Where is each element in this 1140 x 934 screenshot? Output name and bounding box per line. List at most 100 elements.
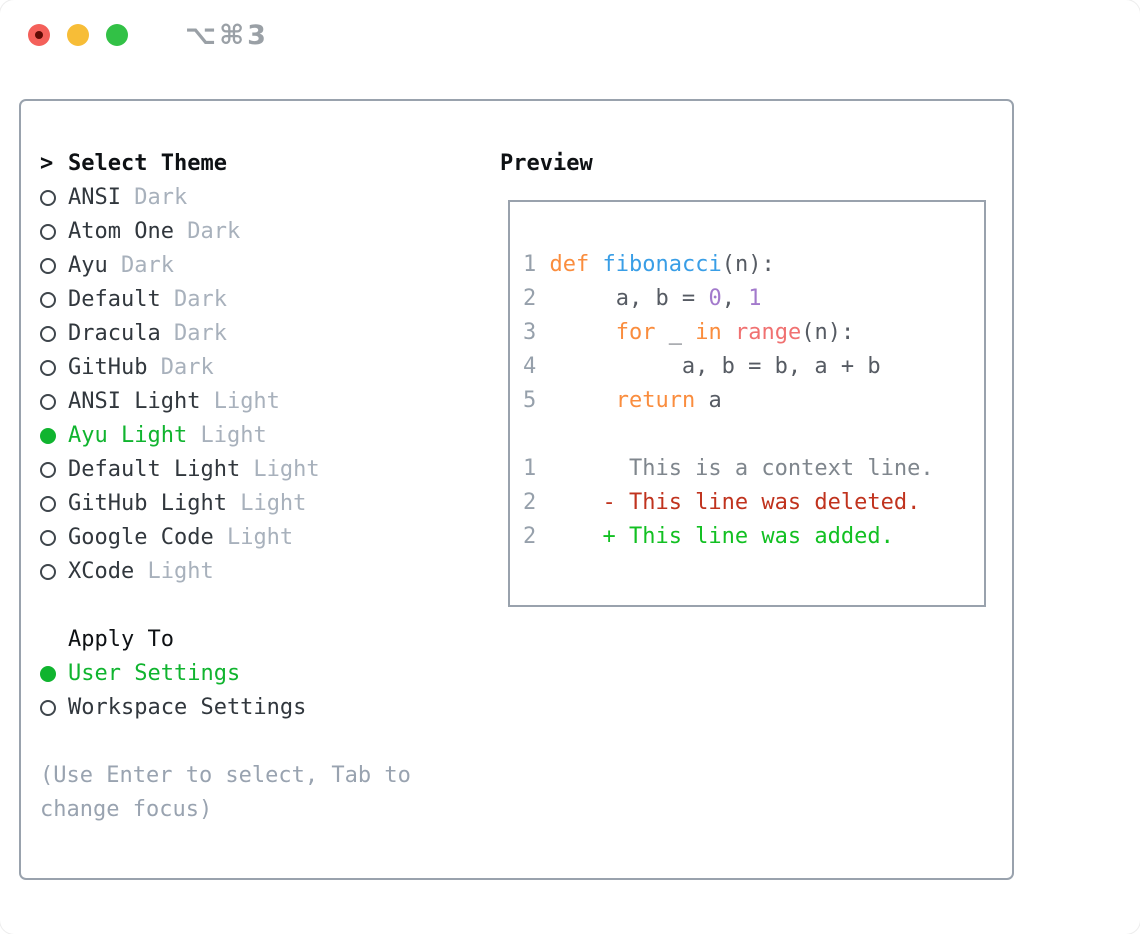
- line-number: 2: [523, 524, 537, 549]
- code-line: 4 a, b = b, a + b: [523, 350, 984, 384]
- theme-option-atom-one[interactable]: Atom One Dark: [40, 215, 411, 249]
- theme-option-ansi[interactable]: ANSI Dark: [40, 181, 411, 215]
- token-plain: ,: [721, 286, 749, 311]
- radio-icon: [40, 292, 68, 308]
- hint-line: (Use Enter to select, Tab to: [40, 763, 411, 788]
- code-text: return a: [549, 388, 722, 413]
- code-line: 1 This is a context line.: [523, 452, 984, 486]
- code-text: a, b = b, a + b: [549, 354, 881, 379]
- line-number: 2: [523, 286, 537, 311]
- theme-option-default-light[interactable]: Default Light Light: [40, 453, 411, 487]
- close-button[interactable]: [28, 24, 50, 46]
- token-plain: a: [695, 388, 722, 413]
- option-label: ANSI: [68, 185, 121, 210]
- code-line: [523, 418, 984, 452]
- radio-icon: [40, 360, 68, 376]
- theme-option-dracula[interactable]: Dracula Dark: [40, 317, 411, 351]
- radio-dot: [40, 428, 56, 444]
- radio-dot: [40, 666, 56, 682]
- spacer: [40, 725, 411, 759]
- apply-to-header-row: Apply To: [40, 623, 411, 657]
- hint-line: change focus): [40, 797, 213, 822]
- radio-dot: [40, 326, 56, 342]
- token-number: 0: [708, 286, 722, 311]
- line-number: 2: [523, 490, 537, 515]
- token-plain: _: [655, 320, 696, 345]
- line-number: 3: [523, 320, 537, 345]
- token-deleted: - This line was deleted.: [549, 490, 921, 515]
- code-text: This is a context line.: [549, 456, 934, 481]
- theme-option-google-code[interactable]: Google Code Light: [40, 521, 411, 555]
- token-plain: a, b = b, a + b: [549, 354, 881, 379]
- token-plain: [549, 388, 615, 413]
- minimize-button[interactable]: [67, 24, 89, 46]
- zoom-button[interactable]: [106, 24, 128, 46]
- option-label: Google Code: [68, 525, 214, 550]
- theme-option-github[interactable]: GitHub Dark: [40, 351, 411, 385]
- theme-option-ansi-light[interactable]: ANSI Light Light: [40, 385, 411, 419]
- radio-dot: [40, 258, 56, 274]
- theme-option-xcode[interactable]: XCode Light: [40, 555, 411, 589]
- token-entity: fibonacci: [602, 252, 722, 277]
- line-number: 5: [523, 388, 537, 413]
- radio-icon: [40, 530, 68, 546]
- option-label: Default Light: [68, 457, 241, 482]
- radio-dot: [40, 394, 56, 410]
- theme-option-default[interactable]: Default Dark: [40, 283, 411, 317]
- option-label: ANSI Light: [68, 389, 201, 414]
- option-variant-label: Dark: [173, 219, 241, 244]
- theme-option-ayu-light[interactable]: Ayu Light Light: [40, 419, 411, 453]
- option-variant-label: Light: [226, 491, 307, 516]
- code-text: a, b = 0, 1: [549, 286, 762, 311]
- token-plain: a, b =: [549, 286, 709, 311]
- theme-option-ayu[interactable]: Ayu Dark: [40, 249, 411, 283]
- radio-icon: [40, 224, 68, 240]
- token-keyword: def: [549, 252, 590, 277]
- option-variant-label: Dark: [120, 185, 188, 210]
- code-text: - This line was deleted.: [549, 490, 920, 515]
- code-line: 3 for _ in range(n):: [523, 316, 984, 350]
- radio-dot: [40, 190, 56, 206]
- option-label: Ayu: [68, 253, 108, 278]
- apply-option-user-settings[interactable]: User Settings: [40, 657, 411, 691]
- radio-icon: [40, 462, 68, 478]
- line-number: 4: [523, 354, 537, 379]
- select-theme-header-row: > Select Theme: [40, 147, 411, 181]
- option-variant-label: Light: [200, 389, 280, 414]
- theme-option-github-light[interactable]: GitHub Light Light: [40, 487, 411, 521]
- radio-icon: [40, 564, 68, 580]
- option-label: Default: [68, 287, 161, 312]
- token-plain: [549, 320, 615, 345]
- option-label: Workspace Settings: [68, 695, 307, 720]
- radio-icon: [40, 258, 68, 274]
- radio-selected-icon: [40, 428, 68, 444]
- apply-to-title: Apply To: [68, 627, 174, 652]
- token-keyword: return: [615, 388, 696, 413]
- option-label: GitHub Light: [68, 491, 227, 516]
- code-line: 2 a, b = 0, 1: [523, 282, 984, 316]
- radio-dot: [40, 530, 56, 546]
- option-variant-label: Light: [134, 559, 214, 584]
- code-line: 1 def fibonacci(n):: [523, 248, 984, 282]
- option-label: Dracula: [68, 321, 161, 346]
- option-label: User Settings: [68, 661, 241, 686]
- radio-icon: [40, 496, 68, 512]
- code-line: 2 + This line was added.: [523, 520, 984, 554]
- apply-option-workspace-settings[interactable]: Workspace Settings: [40, 691, 411, 725]
- option-variant-label: Dark: [147, 355, 214, 380]
- token-number: 1: [748, 286, 762, 311]
- radio-dot: [40, 496, 56, 512]
- code-text: def fibonacci(n):: [549, 252, 774, 277]
- radio-dot: [40, 292, 56, 308]
- line-number: 1: [523, 252, 537, 277]
- window-shortcut-label: ⌥⌘3: [185, 19, 269, 51]
- option-variant-label: Light: [213, 525, 294, 550]
- radio-dot: [40, 360, 56, 376]
- radio-dot: [40, 462, 56, 478]
- code-text: for _ in range(n):: [549, 320, 854, 345]
